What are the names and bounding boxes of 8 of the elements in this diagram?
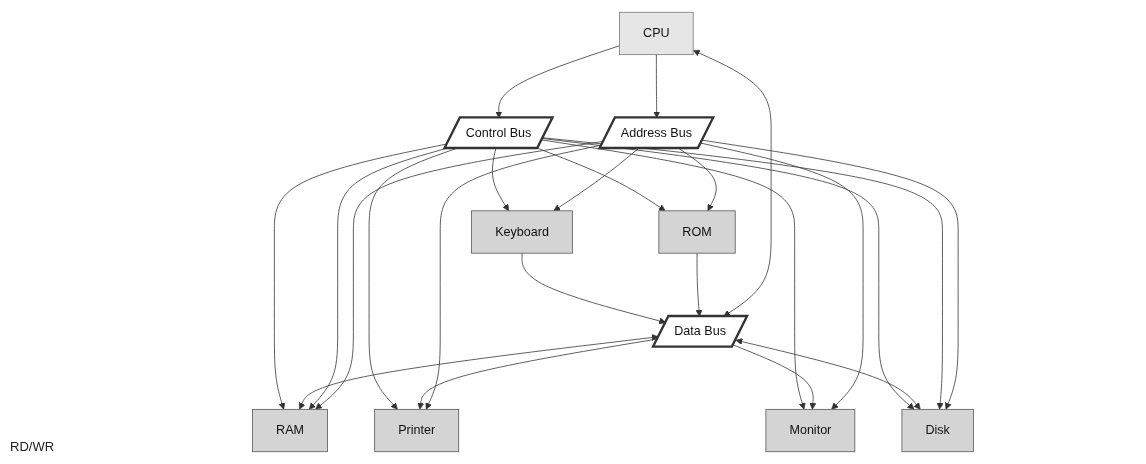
node-box: Printer <box>374 408 460 453</box>
node-box: CPU <box>619 11 694 56</box>
node-box: Keyboard <box>471 210 573 254</box>
node-box: Monitor <box>765 408 856 453</box>
node-box: RAM <box>252 408 328 453</box>
node-box: ROM <box>658 210 736 254</box>
node-box: Disk <box>901 408 974 453</box>
signal-label: RD/WR <box>9 438 56 456</box>
